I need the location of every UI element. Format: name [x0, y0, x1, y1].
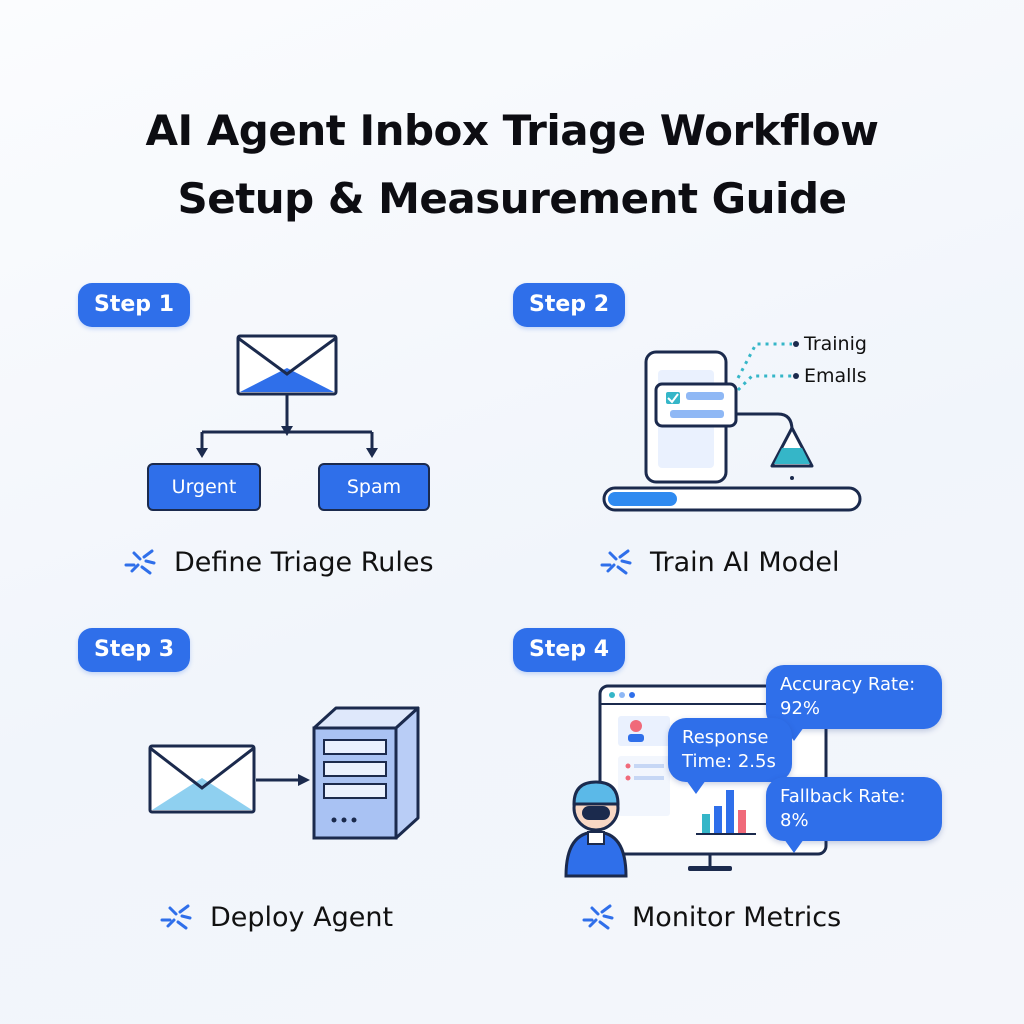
page-title: AI Agent Inbox Triage Workflow: [145, 106, 879, 155]
deploy-illustration: [148, 706, 420, 840]
training-illustration: [602, 341, 862, 512]
metric-response-value: Time: 2.5s: [682, 751, 776, 772]
step-3-badge: Step 3: [78, 628, 190, 672]
sparkle-icon: [582, 904, 614, 930]
envelope-icon: [148, 744, 256, 814]
sparkle-icon: [600, 549, 632, 575]
avatar-icon: [564, 780, 628, 878]
step-1-caption: Define Triage Rules: [120, 545, 434, 579]
metric-fallback-label: Fallback Rate:: [780, 786, 906, 807]
step-3-caption: Deploy Agent: [156, 900, 393, 934]
metric-accuracy-value: 92%: [780, 698, 821, 719]
email-card-icon: [654, 382, 738, 428]
category-spam: Spam: [318, 463, 430, 511]
flask-icon: [770, 426, 814, 480]
step-3-caption-text: Deploy Agent: [210, 901, 394, 933]
step-4-caption-text: Monitor Metrics: [632, 901, 842, 933]
step-2-caption: Train AI Model: [596, 545, 839, 579]
step-2-badge: Step 2: [513, 283, 625, 327]
training-progress-bar: [602, 486, 862, 512]
step-1-badge: Step 1: [78, 283, 190, 327]
step-2-caption-text: Train AI Model: [650, 546, 840, 578]
metric-fallback-value: 8%: [780, 810, 809, 831]
bar-chart-icon: [696, 790, 756, 835]
category-urgent: Urgent: [147, 463, 261, 511]
note-training: Trainig: [804, 333, 867, 355]
step-4-badge: Step 4: [513, 628, 625, 672]
step-1-caption-text: Define Triage Rules: [174, 546, 434, 578]
triage-flow-diagram: [196, 334, 378, 458]
metric-accuracy-label: Accuracy Rate:: [780, 674, 916, 695]
sparkle-icon: [124, 549, 156, 575]
envelope-icon: [236, 334, 338, 396]
sparkle-icon: [160, 904, 192, 930]
metric-response-bubble: Response Time: 2.5s: [668, 718, 792, 794]
step-4-caption: Monitor Metrics: [578, 900, 841, 934]
metric-accuracy-bubble: Accuracy Rate: 92%: [766, 665, 942, 741]
metric-fallback-bubble: Fallback Rate: 8%: [766, 777, 942, 853]
note-emails: Emalls: [804, 365, 867, 387]
metric-response-label: Response: [682, 727, 769, 748]
server-icon: [312, 706, 420, 840]
page-subtitle: Setup & Measurement Guide: [177, 174, 847, 223]
